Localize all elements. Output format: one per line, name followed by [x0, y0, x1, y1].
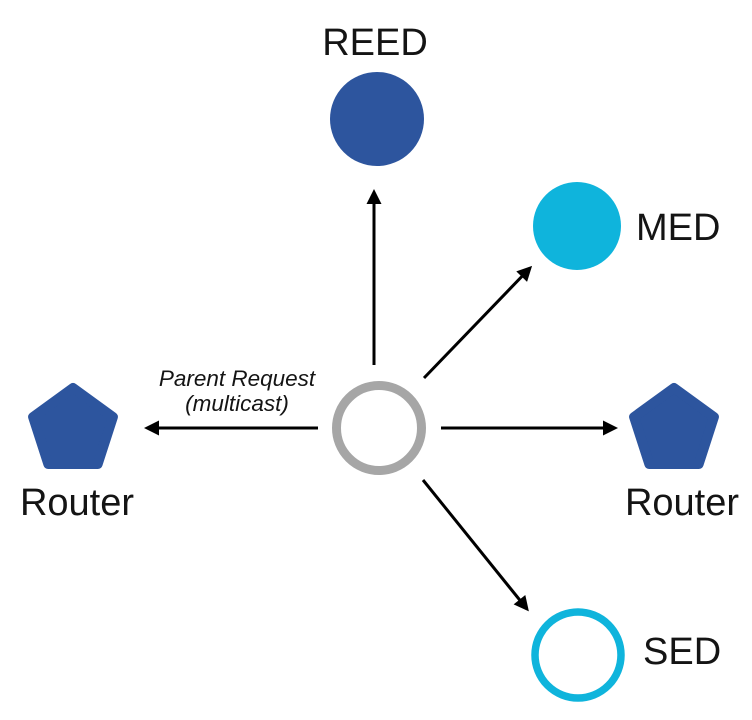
router-left-label: Router [20, 482, 134, 524]
sed-label: SED [643, 631, 721, 673]
router-right-label: Router [625, 482, 739, 524]
router-left-node-pentagon [28, 383, 118, 469]
arrow-to-sed [421, 479, 529, 612]
parent-request-annotation-line1: Parent Request [159, 366, 317, 391]
parent-request-annotation-line2: (multicast) [185, 391, 289, 416]
reed-label: REED [322, 22, 428, 64]
arrow-to-med [422, 265, 533, 380]
reed-node-circle [330, 72, 424, 166]
med-node-circle [533, 182, 621, 270]
center-node-circle [332, 381, 426, 475]
sed-node-circle [531, 608, 625, 702]
med-label: MED [636, 207, 720, 249]
router-right-node-pentagon [629, 383, 719, 469]
